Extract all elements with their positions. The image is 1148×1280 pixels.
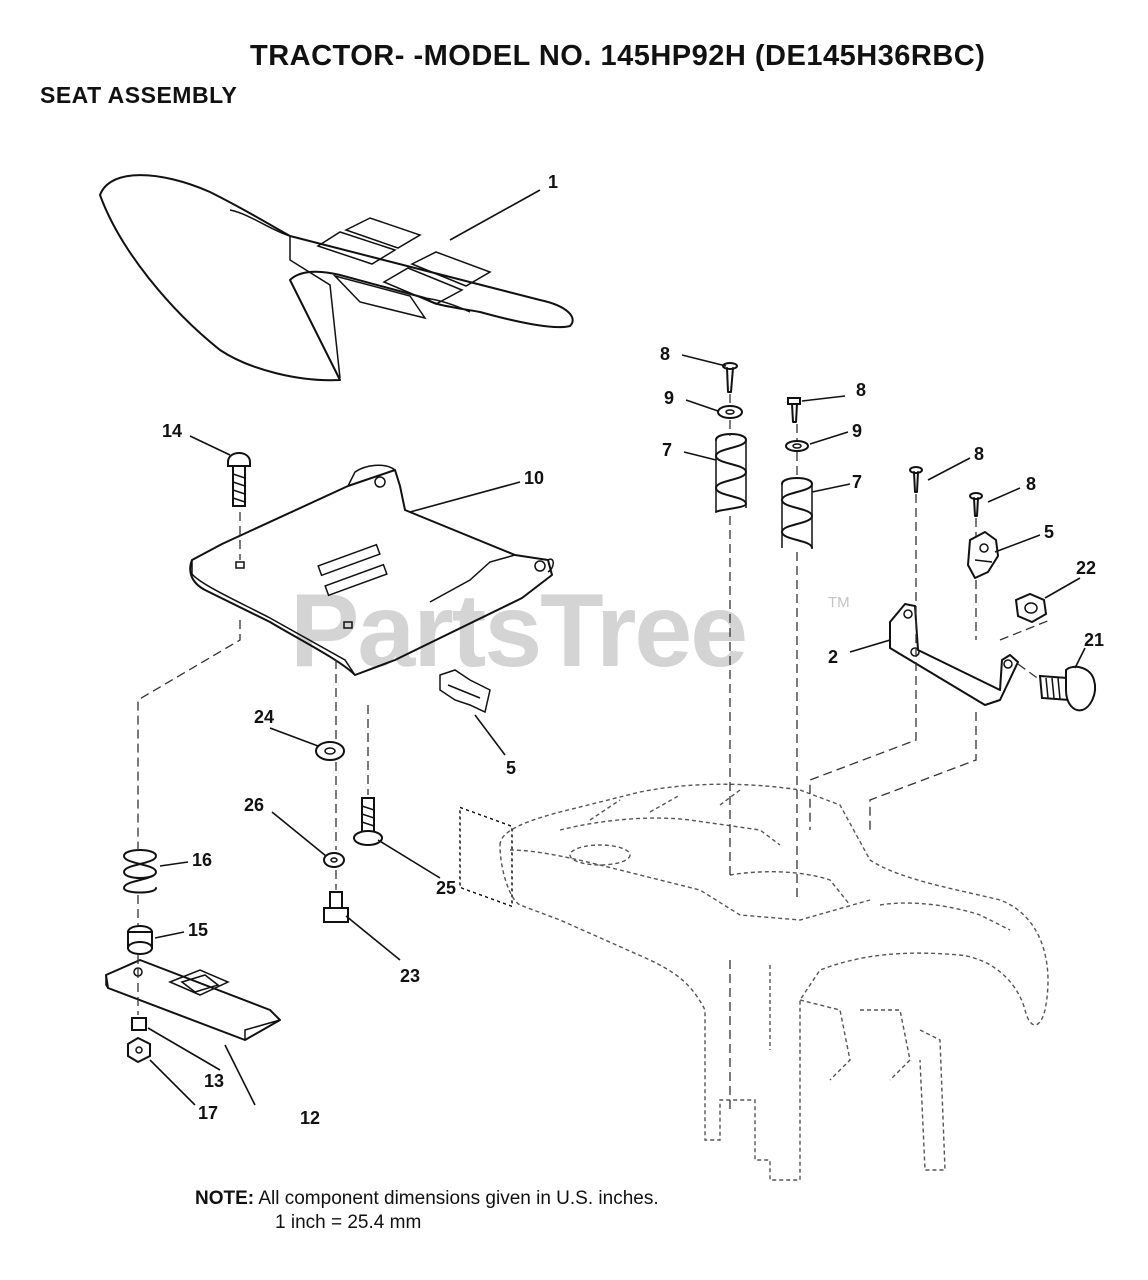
part-spring-7b[interactable] — [781, 477, 813, 549]
part-spring-7a[interactable] — [715, 433, 747, 513]
callout-8-b: 8 — [856, 380, 866, 400]
callout-5-right: 5 — [1044, 522, 1054, 542]
part-screw-8d[interactable] — [969, 492, 983, 517]
page-title: TRACTOR- -MODEL NO. 145HP92H (DE145H36RB… — [250, 40, 986, 72]
callout-14: 14 — [162, 421, 182, 441]
callout-1: 1 — [548, 172, 558, 192]
dimension-note: NOTE: All component dimensions given in … — [195, 1187, 659, 1233]
part-washer-9a[interactable] — [717, 405, 743, 419]
callout-21: 21 — [1084, 630, 1104, 650]
part-seat-switch-left[interactable] — [439, 669, 513, 908]
callout-labels: 1 2 5 5 7 7 8 8 8 8 9 9 10 12 13 14 15 1… — [162, 172, 1104, 1128]
callout-7-left: 7 — [662, 440, 672, 460]
callout-16: 16 — [192, 850, 212, 870]
part-bolt-23[interactable] — [323, 891, 349, 923]
callout-23: 23 — [400, 966, 420, 986]
callout-13: 13 — [204, 1071, 224, 1091]
callout-5-left: 5 — [506, 758, 516, 778]
callout-9-b: 9 — [852, 421, 862, 441]
seat-recess-panels — [316, 217, 492, 305]
callout-8-a: 8 — [660, 344, 670, 364]
watermark-brand: PartsTree — [290, 573, 748, 689]
part-carriage-bolt[interactable] — [227, 452, 251, 507]
callout-8-c: 8 — [974, 444, 984, 464]
part-seat[interactable] — [99, 174, 574, 382]
part-pivot-bracket[interactable] — [889, 603, 1019, 706]
callout-12: 12 — [300, 1108, 320, 1128]
note-label: NOTE: — [195, 1188, 255, 1209]
assembly-lines — [137, 394, 1051, 1110]
callout-24: 24 — [254, 707, 274, 727]
callout-26: 26 — [244, 795, 264, 815]
callout-22: 22 — [1076, 558, 1096, 578]
callout-7-right: 7 — [852, 472, 862, 492]
part-screw-8b[interactable] — [787, 397, 801, 423]
part-bracket-12[interactable] — [105, 959, 281, 1041]
part-nut-13[interactable] — [131, 1017, 147, 1031]
callout-8-d: 8 — [1026, 474, 1036, 494]
section-title: SEAT ASSEMBLY — [40, 82, 238, 108]
watermark-trademark: TM — [828, 594, 850, 611]
part-nut-17[interactable] — [127, 1036, 151, 1064]
part-nut-22[interactable] — [1014, 592, 1048, 624]
callout-15: 15 — [188, 920, 208, 940]
part-seat-switch-right[interactable] — [967, 531, 999, 579]
part-spring-16[interactable] — [123, 849, 157, 894]
note-line1: All component dimensions given in U.S. i… — [258, 1188, 659, 1209]
part-tractor-frame — [499, 783, 1049, 1181]
part-bolt-25[interactable] — [353, 797, 383, 846]
part-screw-8c[interactable] — [909, 466, 923, 493]
callout-10: 10 — [524, 468, 544, 488]
part-washer-24[interactable] — [315, 741, 345, 761]
part-spacer-15[interactable] — [127, 925, 153, 955]
callout-leaders — [147, 189, 1086, 1106]
callout-9-a: 9 — [664, 388, 674, 408]
part-seat-pan[interactable] — [189, 464, 554, 676]
callout-17: 17 — [198, 1103, 218, 1123]
note-line2: 1 inch = 25.4 mm — [275, 1212, 422, 1233]
part-screw-8a[interactable] — [722, 362, 738, 393]
part-shoulder-bolt[interactable] — [1038, 665, 1096, 712]
callout-2: 2 — [828, 647, 838, 667]
callout-25: 25 — [436, 878, 456, 898]
part-washer-26[interactable] — [323, 852, 345, 868]
part-washer-9b[interactable] — [785, 440, 809, 452]
